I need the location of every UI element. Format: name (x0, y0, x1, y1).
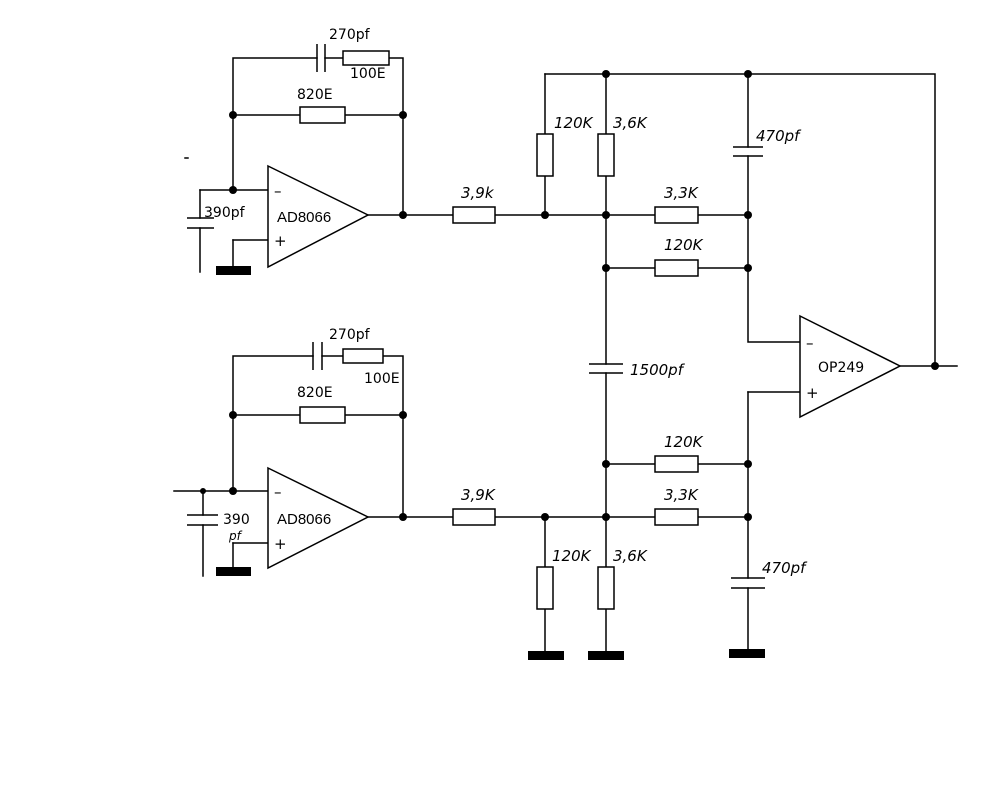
upper-feedback-res-label: 820E (297, 87, 333, 103)
upper-opamp-minus: – (274, 182, 282, 200)
upper-opamp: – + AD8066 (267, 164, 370, 269)
lower-opamp-plus: + (274, 535, 287, 553)
output-opamp-plus: + (806, 384, 819, 402)
ground-right (729, 649, 765, 658)
lower-feedback-cap-label: 270pf (329, 327, 371, 343)
bottom-series-resistor: 3,3K (654, 486, 699, 526)
output-opamp-label: OP249 (818, 360, 864, 376)
middle-capacitor: 1500pf (589, 361, 686, 379)
middle-cap-label: 1500pf (630, 361, 686, 379)
bottom-shunt-right-label: 3,6K (613, 547, 648, 565)
top-series-label: 3,3K (664, 184, 699, 202)
top-capacitor: 470pf (733, 127, 802, 157)
top-series-resistor: 3,3K (654, 184, 699, 224)
upper-ground (216, 266, 251, 275)
bottom-bridge-label: 120K (664, 433, 704, 451)
upper-opamp-label: AD8066 (277, 209, 331, 226)
lower-stage: 270pf 100E 820E 390 pf – + AD8066 3,9K (173, 327, 546, 577)
ground-middle (588, 651, 624, 660)
lower-opamp: – + AD8066 (267, 466, 370, 570)
bottom-shunt-left-label: 120K (552, 547, 592, 565)
upper-input-cap-label: 390pf (204, 205, 246, 221)
upper-opamp-plus: + (274, 232, 287, 250)
lower-series-res-label: 100E (364, 371, 400, 387)
upper-input-resistor: 3,9k (452, 184, 496, 224)
ground-left (528, 651, 564, 660)
top-cap-label: 470pf (756, 127, 802, 145)
bottom-shunt-left-resistor: 120K (536, 547, 592, 610)
lower-series-resistor: 100E (342, 348, 400, 387)
lower-input-cap-value: 390 (223, 512, 250, 528)
upper-feedback-capacitor: 270pf (316, 27, 371, 72)
lower-ground (216, 567, 251, 576)
top-shunt-right-resistor: 3,6K (597, 114, 648, 177)
upper-feedback-resistor: 820E (297, 87, 346, 124)
upper-series-res-label: 100E (350, 66, 386, 82)
lower-input-resistor: 3,9K (452, 486, 496, 526)
top-shunt-right-label: 3,6K (613, 114, 648, 132)
bottom-series-label: 3,3K (664, 486, 699, 504)
lower-input-cap-unit: pf (228, 529, 243, 543)
top-bridge-label: 120K (664, 236, 704, 254)
bottom-bridge-resistor: 120K (654, 433, 704, 473)
output-opamp: – + OP249 (799, 314, 902, 419)
upper-input-capacitor: 390pf (187, 205, 246, 229)
top-shunt-left-label: 120K (554, 114, 594, 132)
bottom-cap-label: 470pf (762, 559, 808, 577)
lower-opamp-label: AD8066 (277, 511, 331, 528)
top-bridge-resistor: 120K (654, 236, 704, 277)
upper-feedback-cap-label: 270pf (329, 27, 371, 43)
network: 120K 3,6K 470pf 3,3K 120K 1500pf (528, 70, 958, 660)
lower-input-capacitor: 390 pf (187, 512, 250, 543)
lower-opamp-minus: – (274, 483, 282, 501)
lower-feedback-resistor: 820E (297, 385, 346, 424)
upper-stage: 270pf 100E 820E 390pf – + AD8066 (184, 27, 546, 275)
upper-input-res-label: 3,9k (461, 184, 495, 202)
lower-feedback-capacitor: 270pf (312, 327, 371, 370)
upper-series-resistor: 100E (342, 50, 390, 82)
top-shunt-left-resistor: 120K (536, 114, 594, 177)
bottom-shunt-right-resistor: 3,6K (597, 547, 648, 610)
lower-input-res-label: 3,9K (461, 486, 496, 504)
output-opamp-minus: – (806, 334, 814, 352)
lower-feedback-res-label: 820E (297, 385, 333, 401)
bottom-capacitor: 470pf (731, 559, 808, 589)
